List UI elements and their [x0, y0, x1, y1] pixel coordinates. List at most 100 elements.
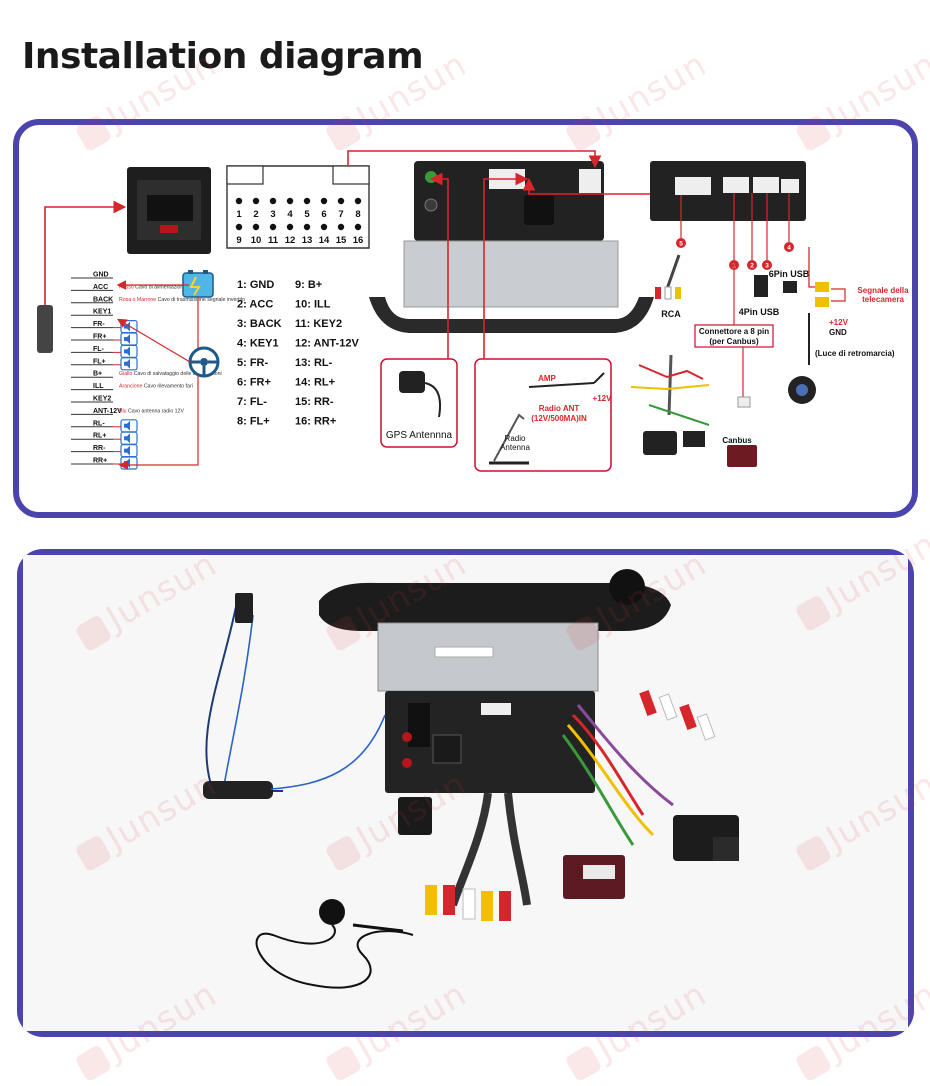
module-badge-number: 2 [750, 263, 754, 270]
harness-pin-note: Arancione Cavo rilevamento fari [119, 384, 193, 390]
connector-pin-number: 6 [321, 209, 326, 220]
connector-pin [354, 197, 362, 205]
connector-pin [269, 223, 277, 231]
speaker-icon [113, 419, 138, 433]
canbus-label: Canbus [722, 436, 752, 445]
connector-pin-number: 8 [355, 209, 360, 220]
radio-antenna-box: AMP +12V Radio ANT (12V/500MA)IN Radio A… [474, 358, 613, 472]
connector-pin-number: 11 [268, 235, 279, 246]
pin-table-entry: 1: GND [237, 279, 274, 291]
connector-pin-number: 1 [236, 209, 242, 220]
connector-pin [235, 223, 243, 231]
pin-table-entry: 2: ACC [237, 299, 273, 311]
connector-pin [354, 223, 362, 231]
gps-antenna-box: GPS Antennna [380, 358, 458, 448]
reverse-camera-icon [788, 313, 816, 404]
harness-pin-note: Rosa o Marrone Cavo di trasmissione segn… [119, 297, 245, 303]
module-badge-number: 3 [765, 263, 769, 270]
page-title: Installation diagram [22, 36, 424, 77]
module-badge [747, 260, 757, 270]
pin-table-entry: 15: RR- [295, 396, 334, 408]
module-badge [784, 242, 794, 252]
connector-pin [252, 223, 260, 231]
pin-table-entry: 7: FL- [237, 396, 267, 408]
speaker-icon [113, 357, 138, 371]
rca-cable-icon [655, 254, 681, 300]
plus12v-label: +12V [593, 394, 613, 403]
speaker-icon [113, 332, 138, 346]
radio-ant-label: Radio ANT [539, 404, 580, 413]
pin-table-entry: 13: RL- [295, 357, 333, 369]
battery-icon [182, 270, 214, 298]
camera-signal-label-2: telecamera [862, 295, 904, 304]
connector-pin-number: 12 [285, 235, 296, 246]
harness-pin-label: ACC [93, 284, 108, 291]
pin-table-entry: 14: RL+ [295, 377, 335, 389]
pin-table-entry: 3: BACK [237, 318, 282, 330]
harness-pin-label: ANT-12V [93, 408, 122, 415]
harness-pin-label: BACK [93, 296, 113, 303]
connector-pin [303, 197, 311, 205]
connector-pin-number: 2 [253, 209, 258, 220]
pin-table-entry: 9: B+ [295, 279, 322, 291]
module-badge [762, 260, 772, 270]
harness-pin-label: RL- [93, 420, 105, 427]
canbus-connector-box: Connettore a 8 pin (per Canbus) [694, 324, 774, 348]
canbus-conn-label-2: (per Canbus) [709, 337, 759, 346]
amp-label: AMP [538, 374, 556, 383]
rca-label: RCA [661, 309, 681, 319]
connector-pin [303, 223, 311, 231]
module-badge [676, 238, 686, 248]
harness-pin-label: RR+ [93, 458, 107, 465]
harness-pin-note: Giallo Cavo di salvataggio delle imposta… [119, 371, 222, 377]
camera-signal-label: Segnale della [857, 286, 909, 295]
pin-table-entry: 4: KEY1 [237, 338, 279, 350]
cam-plus12v-label: +12V [829, 318, 849, 327]
connector-pin [235, 197, 243, 205]
connector-pin-number: 3 [270, 209, 275, 220]
harness-pin-label: RL+ [93, 433, 106, 440]
connector-pin [320, 223, 328, 231]
connector-pin-number: 14 [319, 235, 330, 246]
harness-pin-label: FL- [93, 346, 105, 353]
pin-table-entry: 12: ANT-12V [295, 338, 359, 350]
harness-pin-label: KEY1 [93, 309, 111, 316]
pin-table-entry: 5: FR- [237, 357, 269, 369]
connector-pin-number: 13 [302, 235, 313, 246]
speaker-icon [113, 320, 138, 334]
connector-pin [337, 197, 345, 205]
connector-pin-number: 15 [336, 235, 347, 246]
harness-pin-label: FR+ [93, 334, 106, 341]
module-badge-number: 4 [787, 245, 791, 252]
canbus-conn-label: Connettore a 8 pin [699, 327, 769, 336]
connector-pin [252, 197, 260, 205]
speaker-icon [113, 431, 138, 445]
rear-module [650, 161, 806, 221]
harness-pin-note: Rosso Cavo di alimentazione positivo [119, 284, 205, 290]
connector-pin-number: 10 [251, 235, 262, 246]
harness-pin-label: ILL [93, 383, 104, 390]
pin-table-entry: 6: FR+ [237, 377, 271, 389]
radio-antenna-label-2: Antenna [500, 443, 530, 452]
product-photo [23, 555, 908, 1031]
harness-pin-label: FR- [93, 321, 105, 328]
connector-pin [286, 197, 294, 205]
connector-pin-number: 9 [236, 235, 241, 246]
radio-ant-spec: (12V/500MA)IN [531, 414, 587, 423]
connector-pin [320, 197, 328, 205]
pin-table: 1: GND 2: ACC 3: BACK 4: KEY1 5: FR- 6: FR+ 7:… [237, 279, 359, 428]
reverse-light-label: (Luce di retromarcia) [815, 349, 895, 358]
steering-wheel-icon [188, 346, 220, 378]
gps-label: GPS Antennna [386, 430, 453, 441]
radio-antenna-label: Radio [505, 434, 526, 443]
usb6-label: 6Pin USB [769, 269, 810, 279]
harness-plug-photo [127, 167, 211, 254]
pin-table-entry: 10: ILL [295, 299, 331, 311]
harness-pin-note: Blu Cavo antenna radio 12V [119, 408, 184, 414]
speaker-icon [113, 444, 138, 458]
connector-pin [337, 223, 345, 231]
pin-table-entry: 11: KEY2 [295, 318, 342, 330]
speaker-icon [113, 344, 138, 358]
